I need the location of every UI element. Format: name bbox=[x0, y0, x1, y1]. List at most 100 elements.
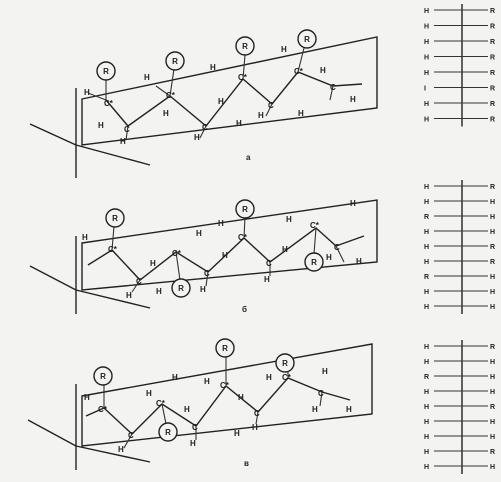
bond bbox=[199, 125, 207, 139]
hydrogen-atom: H bbox=[234, 429, 240, 438]
r-group-label: R bbox=[222, 344, 228, 353]
fisher-right-label: R bbox=[490, 117, 495, 124]
fisher-left-label: H bbox=[424, 39, 429, 46]
bond bbox=[125, 125, 129, 141]
fisher-right-label: R bbox=[490, 24, 495, 31]
r-group-circle bbox=[304, 252, 324, 272]
fisher-right-label: H bbox=[490, 419, 495, 426]
r-group-label: R bbox=[100, 372, 106, 381]
r-group-circle bbox=[235, 36, 255, 56]
fisher-left-label: H bbox=[424, 259, 429, 266]
bond bbox=[87, 249, 113, 266]
panel-b: R R R R C* C C* C C* C C* C H H H H H H … bbox=[29, 199, 378, 314]
hydrogen-atom: H bbox=[98, 121, 104, 130]
bond bbox=[85, 407, 105, 417]
bond bbox=[169, 68, 175, 97]
r-group-circle bbox=[171, 278, 191, 298]
hydrogen-atom: H bbox=[252, 423, 258, 432]
r-group-circle bbox=[235, 199, 255, 219]
carbon-atom: C bbox=[128, 431, 134, 440]
hydrogen-atom: H bbox=[146, 389, 152, 398]
fisher-right-label: H bbox=[490, 274, 495, 281]
hydrogen-atom: H bbox=[286, 215, 292, 224]
hydrogen-atom: H bbox=[346, 405, 352, 414]
fisher-left-label: H bbox=[424, 24, 429, 31]
fisher-right-label: R bbox=[490, 184, 495, 191]
axis-front bbox=[75, 289, 151, 309]
panel-label: б bbox=[242, 305, 247, 314]
fisher-left-label: H bbox=[424, 199, 429, 206]
bond bbox=[87, 92, 107, 101]
r-group-circle bbox=[297, 29, 317, 49]
bond bbox=[329, 85, 334, 101]
fisher-right-label: H bbox=[490, 359, 495, 366]
hydrogen-atom: H bbox=[350, 95, 356, 104]
fisher-right-label: R bbox=[490, 8, 495, 15]
fisher-right-label: R bbox=[490, 344, 495, 351]
hydrogen-atom: H bbox=[222, 251, 228, 260]
carbon-atom: C bbox=[330, 83, 336, 92]
fisher-left-label: H bbox=[424, 419, 429, 426]
bond bbox=[131, 279, 141, 293]
plane bbox=[81, 36, 378, 146]
fisher-right-label: R bbox=[490, 70, 495, 77]
bond bbox=[123, 433, 133, 449]
fisher-left-label: H bbox=[424, 117, 429, 124]
fisher-right-label: R bbox=[490, 404, 495, 411]
hydrogen-atom: H bbox=[320, 66, 326, 75]
fisher-left-label: H bbox=[424, 464, 429, 471]
hydrogen-atom: H bbox=[298, 109, 304, 118]
hydrogen-atom: H bbox=[118, 445, 124, 454]
carbon-atom: C* bbox=[172, 249, 182, 258]
hydrogen-atom: H bbox=[84, 393, 90, 402]
hydrogen-atom: H bbox=[200, 285, 206, 294]
carbon-atom: C bbox=[204, 269, 210, 278]
fisher-left-label: H bbox=[424, 404, 429, 411]
r-group-circle bbox=[105, 208, 125, 228]
bond bbox=[175, 251, 181, 281]
axis-left bbox=[29, 123, 77, 146]
carbon-atom: C bbox=[136, 277, 142, 286]
axis-front bbox=[75, 445, 151, 463]
hydrogen-atom: H bbox=[150, 259, 156, 268]
hydrogen-atom: H bbox=[238, 393, 244, 402]
axis-left bbox=[27, 419, 77, 447]
r-group-label: R bbox=[165, 428, 171, 437]
hydrogen-atom: H bbox=[190, 439, 196, 448]
fisher-right-label: H bbox=[490, 389, 495, 396]
fisher-left-label: H bbox=[424, 359, 429, 366]
r-group-label: R bbox=[242, 205, 248, 214]
hydrogen-atom: H bbox=[218, 97, 224, 106]
fisher-left-label: R bbox=[424, 214, 429, 221]
carbon-atom: C bbox=[334, 243, 340, 252]
hydrogen-atom: H bbox=[126, 291, 132, 300]
fisher-right-label: H bbox=[490, 199, 495, 206]
axis-left bbox=[29, 265, 77, 291]
hydrogen-atom: H bbox=[356, 257, 362, 266]
axis-front bbox=[75, 144, 151, 166]
r-group-label: R bbox=[242, 42, 248, 51]
panel-a: R R R R C* C C* C C* C C* C H H H H H H … bbox=[29, 29, 378, 178]
hydrogen-atom: H bbox=[210, 63, 216, 72]
fisher-right-label: R bbox=[490, 101, 495, 108]
hydrogen-atom: H bbox=[184, 405, 190, 414]
r-group-circle bbox=[165, 51, 185, 71]
hydrogen-atom: H bbox=[326, 253, 332, 262]
r-group-label: R bbox=[112, 214, 118, 223]
carbon-atom: C* bbox=[310, 221, 320, 230]
r-group-circle bbox=[275, 353, 295, 373]
plane bbox=[81, 199, 378, 291]
bond bbox=[243, 216, 246, 239]
carbon-atom: C bbox=[266, 259, 272, 268]
fisher-right-label: R bbox=[490, 55, 495, 62]
carbon-atom: C bbox=[202, 123, 208, 132]
hydrogen-atom: H bbox=[120, 137, 126, 146]
fisher-right-label: R bbox=[490, 244, 495, 251]
fisher-right-label: H bbox=[490, 434, 495, 441]
hydrogen-atom: H bbox=[84, 88, 90, 97]
hydrogen-atom: H bbox=[82, 233, 88, 242]
r-group-label: R bbox=[172, 57, 178, 66]
hydrogen-atom: H bbox=[322, 367, 328, 376]
